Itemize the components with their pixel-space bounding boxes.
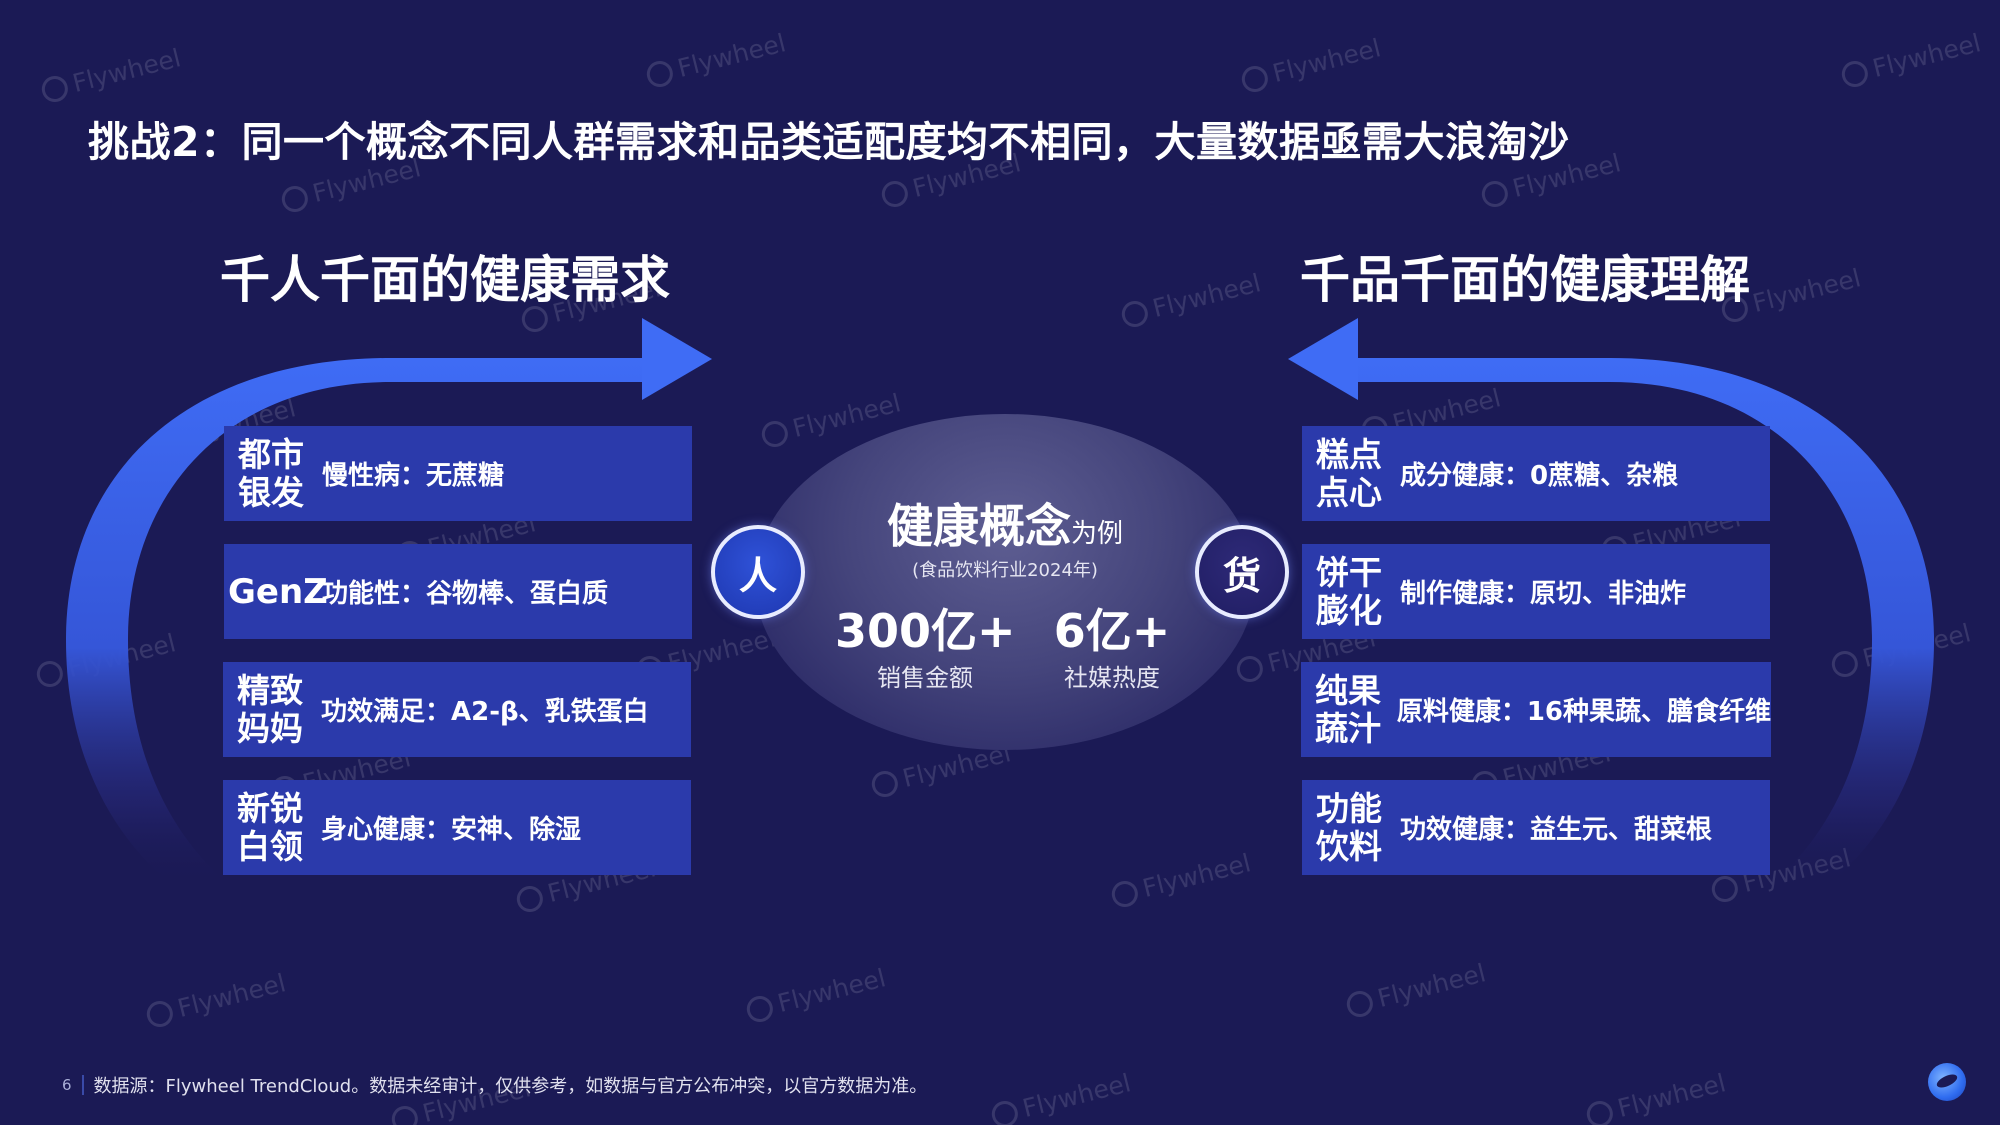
right-card-snacks: 饼干膨化 制作健康：原切、非油炸 — [1302, 544, 1770, 639]
card-tag: 纯果蔬汁 — [1315, 670, 1381, 748]
right-card-juice: 纯果蔬汁 原料健康：16种果蔬、膳食纤维 — [1301, 662, 1771, 757]
footer-source: 数据源：Flywheel TrendCloud。数据未经审计，仅供参考，如数据与… — [93, 1076, 928, 1097]
card-text: 身心健康：安神、除湿 — [321, 815, 582, 845]
card-tag: 功能饮料 — [1316, 788, 1382, 866]
page-number: 6 — [62, 1076, 72, 1094]
concept-heading: 健康概念为例 — [755, 490, 1255, 556]
flywheel-logo-icon — [1928, 1063, 1966, 1101]
card-tag: 饼干膨化 — [1316, 552, 1382, 630]
stat-label: 销售金额 — [877, 664, 973, 692]
card-tag: GenZ — [228, 571, 328, 612]
left-card-moms: 精致妈妈 功效满足：A2-β、乳铁蛋白 — [223, 662, 691, 757]
card-text: 功效满足：A2-β、乳铁蛋白 — [321, 697, 649, 727]
card-tag: 新锐白领 — [237, 788, 303, 866]
left-section-heading: 千人千面的健康需求 — [220, 251, 670, 309]
stat-social: 6亿+ 社媒热度 — [1037, 604, 1187, 693]
stat-value: 300亿+ — [835, 604, 1016, 658]
left-card-genz: GenZ 功能性：谷物棒、蛋白质 — [224, 544, 692, 639]
card-text: 原料健康：16种果蔬、膳食纤维 — [1396, 697, 1771, 727]
people-badge: 人 — [711, 525, 805, 619]
stat-label: 社媒热度 — [1064, 664, 1160, 692]
concept-subtitle: (食品饮料行业2024年) — [912, 560, 1098, 581]
card-tag: 精致妈妈 — [237, 670, 303, 748]
card-text: 慢性病：无蔗糖 — [322, 461, 505, 491]
left-card-white-collar: 新锐白领 身心健康：安神、除湿 — [223, 780, 691, 875]
right-arc — [1350, 358, 1934, 885]
center-concept-panel: 健康概念为例 (食品饮料行业2024年) 300亿+ 销售金额 6亿+ 社媒热度 — [755, 414, 1255, 750]
right-card-functional-drinks: 功能饮料 功效健康：益生元、甜菜根 — [1302, 780, 1770, 875]
page-title: 挑战2：同一个概念不同人群需求和品类适配度均不相同，大量数据亟需大浪淘沙 — [88, 118, 1570, 166]
right-section-heading: 千品千面的健康理解 — [1300, 251, 1750, 309]
card-tag: 糕点点心 — [1316, 434, 1382, 512]
card-tag: 都市银发 — [238, 434, 304, 512]
goods-badge: 货 — [1195, 525, 1289, 619]
right-arrowhead-icon — [1288, 318, 1358, 400]
card-text: 功能性：谷物棒、蛋白质 — [322, 579, 609, 609]
card-text: 制作健康：原切、非油炸 — [1400, 579, 1687, 609]
left-card-urban-seniors: 都市银发 慢性病：无蔗糖 — [224, 426, 692, 521]
footer: 6 数据源：Flywheel TrendCloud。数据未经审计，仅供参考，如数… — [62, 1072, 927, 1098]
concept-title: 健康概念 — [886, 499, 1071, 553]
footer-divider — [81, 1075, 84, 1095]
card-text: 功效健康：益生元、甜菜根 — [1400, 815, 1713, 845]
right-card-pastries: 糕点点心 成分健康：0蔗糖、杂粮 — [1302, 426, 1770, 521]
concept-suffix: 为例 — [1070, 519, 1123, 549]
stat-sales: 300亿+ 销售金额 — [835, 604, 1016, 693]
left-arrowhead-icon — [642, 318, 712, 400]
card-text: 成分健康：0蔗糖、杂粮 — [1400, 461, 1679, 491]
stat-value: 6亿+ — [1053, 604, 1171, 658]
left-arc — [66, 358, 650, 885]
